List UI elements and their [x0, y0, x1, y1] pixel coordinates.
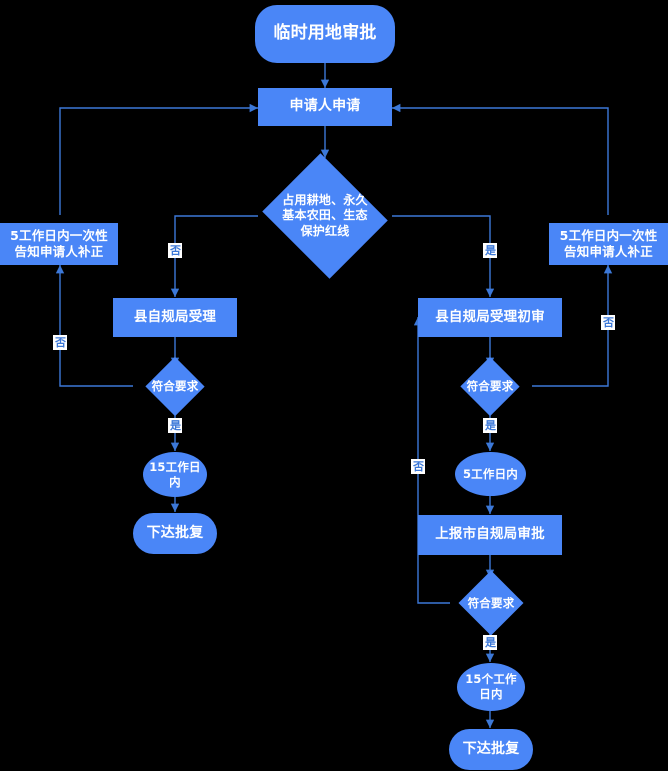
node-15-workdays-left[interactable]: 15工作日 内	[143, 452, 207, 497]
edge-label-check-left-no: 否	[53, 335, 67, 350]
edge-check-left-no	[55, 265, 133, 387]
edge-notify-left-apply	[59, 103, 258, 215]
node-report-city-bureau-label: 上报市自规局审批	[435, 526, 545, 543]
node-5-workdays-right[interactable]: 5工作日内	[455, 452, 526, 496]
node-issue-approval-left[interactable]: 下达批复	[133, 513, 217, 554]
edge-check-right-no	[532, 265, 613, 387]
node-decision-requirements-right-label: 符合要求	[466, 379, 514, 394]
node-5-workdays-right-label: 5工作日内	[462, 466, 518, 481]
node-notify-correction-right[interactable]: 5工作日内一次性 告知申请人补正	[549, 223, 668, 265]
node-15-workdays-left-label: 15工作日 内	[149, 459, 201, 489]
edge-label-decide-no: 否	[168, 243, 182, 258]
edge-label-check-bottom-yes: 是	[483, 635, 497, 650]
node-notify-correction-right-label: 5工作日内一次性 告知申请人补正	[559, 228, 658, 259]
edge-label-check-right-yes: 是	[483, 418, 497, 433]
edge-label-decide-yes: 是	[483, 243, 497, 258]
node-decision-land-use[interactable]: 占用耕地、永久 基本农田、生态 保护红线	[258, 153, 392, 279]
edge-label-check-bottom-no: 否	[411, 459, 425, 474]
node-decision-requirements-bottom[interactable]: 符合要求	[450, 570, 532, 636]
edge-decide-county-first	[392, 215, 495, 297]
node-decision-requirements-left[interactable]: 符合要求	[133, 356, 217, 417]
node-decision-land-use-label: 占用耕地、永久 基本农田、生态 保护红线	[282, 192, 368, 238]
node-decision-requirements-bottom-label: 符合要求	[467, 595, 515, 610]
edge-decide-county-accept	[170, 215, 258, 297]
node-county-bureau-first-review[interactable]: 县自规局受理初审	[418, 298, 562, 337]
node-applicant-apply-label: 申请人申请	[289, 98, 361, 115]
edge-check-bottom-no	[413, 317, 450, 604]
edge-notify-right-apply	[392, 103, 609, 215]
node-start-label: 临时用地审批	[273, 23, 377, 44]
node-notify-correction-left-label: 5工作日内一次性 告知申请人补正	[10, 228, 108, 259]
node-decision-requirements-left-label: 符合要求	[151, 379, 199, 394]
node-report-city-bureau[interactable]: 上报市自规局审批	[418, 515, 562, 555]
node-15-workdays-right[interactable]: 15个工作 日内	[457, 663, 525, 711]
node-notify-correction-left[interactable]: 5工作日内一次性 告知申请人补正	[0, 223, 118, 265]
node-issue-approval-right-label: 下达批复	[462, 740, 520, 757]
node-decision-requirements-right[interactable]: 符合要求	[448, 356, 532, 417]
node-issue-approval-right[interactable]: 下达批复	[449, 729, 533, 770]
node-issue-approval-left-label: 下达批复	[146, 524, 204, 541]
node-applicant-apply[interactable]: 申请人申请	[258, 88, 392, 126]
node-county-bureau-accept-label: 县自规局受理	[133, 308, 217, 325]
edge-label-check-right-no: 否	[601, 315, 615, 330]
node-15-workdays-right-label: 15个工作 日内	[465, 672, 517, 701]
node-county-bureau-accept[interactable]: 县自规局受理	[113, 298, 237, 337]
edge-label-check-left-yes: 是	[168, 418, 182, 433]
node-county-bureau-first-review-label: 县自规局受理初审	[435, 308, 545, 325]
node-start[interactable]: 临时用地审批	[255, 5, 395, 63]
